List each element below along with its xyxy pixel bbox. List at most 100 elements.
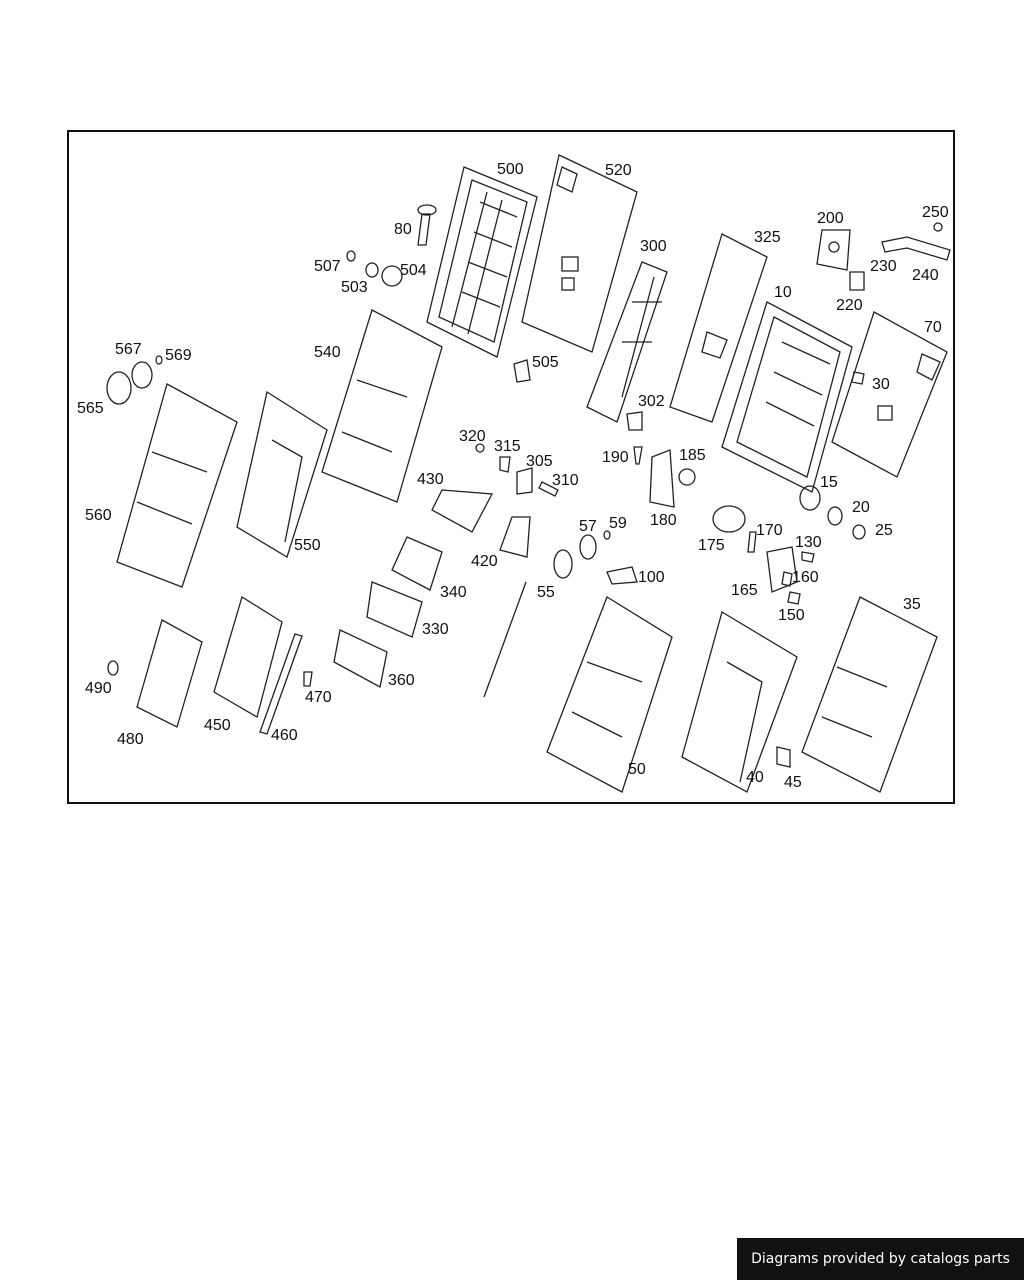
ring-25	[852, 524, 866, 540]
part-label-220: 220	[836, 297, 863, 314]
part-label-35: 35	[903, 596, 921, 613]
ring-20	[827, 506, 843, 526]
rod-part	[483, 581, 527, 698]
part-label-540: 540	[314, 344, 341, 361]
clip-302	[626, 411, 643, 431]
clip-505	[513, 359, 531, 383]
trim-360	[333, 629, 388, 688]
part-label-175: 175	[698, 537, 725, 554]
armrest-480	[136, 619, 203, 728]
strip-460	[259, 633, 303, 735]
part-label-360: 360	[388, 672, 415, 689]
part-number-labels: 500 520 80 507 504 503 300 325 200 250 230 240 220 10…	[77, 161, 949, 791]
small-rings	[346, 250, 403, 287]
part-label-230: 230	[870, 258, 897, 275]
backrest-frame-left	[426, 166, 538, 358]
part-label-507: 507	[314, 258, 341, 275]
bolt-170	[747, 531, 757, 553]
bracket-305	[516, 467, 533, 495]
latch-part	[816, 229, 851, 271]
part-label-250: 250	[922, 204, 949, 221]
part-label-100: 100	[638, 569, 665, 586]
part-label-470: 470	[305, 689, 332, 706]
bracket-420	[499, 516, 531, 558]
part-label-503: 503	[341, 279, 368, 296]
part-label-130: 130	[795, 534, 822, 551]
part-label-45: 45	[784, 774, 802, 791]
ring-15	[799, 485, 821, 511]
discs-left	[106, 355, 163, 405]
part-label-190: 190	[602, 449, 629, 466]
part-label-50: 50	[628, 761, 646, 778]
part-label-150: 150	[778, 607, 805, 624]
part-label-185: 185	[679, 447, 706, 464]
seat-cushion-left	[116, 383, 238, 588]
part-label-15: 15	[820, 474, 838, 491]
part-label-460: 460	[271, 727, 298, 744]
seat-cushion-right	[546, 596, 673, 793]
panel-right	[831, 311, 948, 478]
part-label-30: 30	[872, 376, 890, 393]
part-label-10: 10	[774, 284, 792, 301]
knob-490	[107, 660, 119, 676]
trim-330	[366, 581, 423, 638]
backrest-cushion-right	[801, 596, 938, 793]
part-label-505: 505	[532, 354, 559, 371]
part-label-450: 450	[204, 717, 231, 734]
part-label-490: 490	[85, 680, 112, 697]
part-label-569: 569	[165, 347, 192, 364]
part-label-300: 300	[640, 238, 667, 255]
disc-57	[579, 534, 597, 560]
bolt-part	[417, 204, 437, 246]
part-label-59: 59	[609, 515, 627, 532]
screw-160	[781, 571, 793, 587]
bracket-165	[766, 546, 798, 593]
part-label-567: 567	[115, 341, 142, 358]
diagram-credit: Diagrams provided by catalogs parts	[737, 1238, 1024, 1280]
part-label-160: 160	[792, 569, 819, 586]
trim-340	[391, 536, 443, 591]
backrest-cushion	[321, 309, 443, 503]
part-label-560: 560	[85, 507, 112, 524]
part-label-330: 330	[422, 621, 449, 638]
disc-59	[603, 530, 611, 540]
bolt-310	[538, 481, 559, 497]
part-label-520: 520	[605, 162, 632, 179]
part-label-240: 240	[912, 267, 939, 284]
panel-left	[521, 154, 638, 353]
gear-185	[678, 468, 696, 486]
part-label-310: 310	[552, 472, 579, 489]
part-label-430: 430	[417, 471, 444, 488]
backrest-frame-right	[721, 301, 853, 493]
part-label-500: 500	[497, 161, 524, 178]
cover-left	[236, 390, 328, 558]
part-label-165: 165	[731, 582, 758, 599]
part-label-20: 20	[852, 499, 870, 516]
part-label-420: 420	[471, 553, 498, 570]
mechanism-175	[712, 505, 746, 533]
clip-30	[851, 371, 865, 385]
part-label-200: 200	[817, 210, 844, 227]
screw-470	[303, 671, 313, 687]
part-label-25: 25	[875, 522, 893, 539]
part-label-40: 40	[746, 769, 764, 786]
clip-100	[606, 566, 638, 585]
part-label-504: 504	[400, 262, 427, 279]
part-label-315: 315	[494, 438, 521, 455]
part-label-550: 550	[294, 537, 321, 554]
clip-part	[849, 271, 865, 291]
part-label-320: 320	[459, 428, 486, 445]
disc-55	[553, 549, 573, 579]
part-label-325: 325	[754, 229, 781, 246]
part-label-80: 80	[394, 221, 412, 238]
part-label-57: 57	[579, 518, 597, 535]
clip-45	[776, 746, 791, 768]
trim-430	[431, 489, 494, 533]
lever-part	[881, 222, 951, 261]
rail-frame	[586, 261, 668, 423]
part-label-480: 480	[117, 731, 144, 748]
parts-diagram-frame: 500 520 80 507 504 503 300 325 200 250 230 240 220 10…	[67, 130, 955, 804]
panel-center	[669, 233, 768, 423]
part-label-170: 170	[756, 522, 783, 539]
bracket-180	[649, 449, 675, 508]
